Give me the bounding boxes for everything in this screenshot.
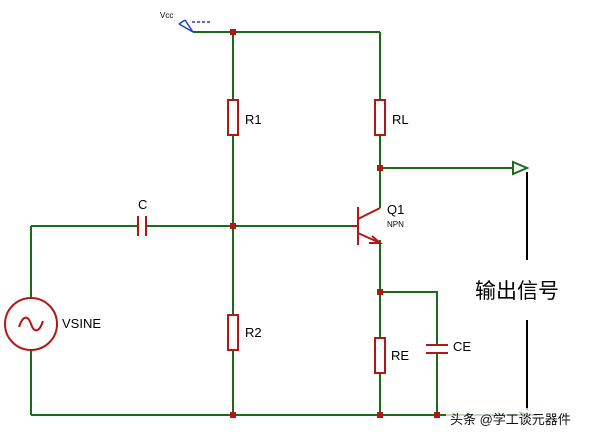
label-q1-type: NPN xyxy=(387,220,404,229)
label-re: RE xyxy=(391,348,409,363)
sine-source xyxy=(4,297,58,351)
ce-top-wire xyxy=(380,291,438,345)
junction-dot xyxy=(377,165,383,171)
wires xyxy=(30,31,537,416)
junction-dot xyxy=(230,223,236,229)
junction-dot xyxy=(434,412,440,418)
resistors xyxy=(227,99,386,374)
watermark-backdrop xyxy=(446,408,600,430)
emitter-arrow-icon xyxy=(369,235,383,244)
resistor-rl xyxy=(374,99,386,136)
output-arrow-icon xyxy=(512,160,530,176)
junction-dot xyxy=(230,29,236,35)
capacitor-c xyxy=(137,216,147,236)
resistor-re xyxy=(374,337,386,374)
output-label: 输出信号 xyxy=(475,280,559,303)
junction-dot xyxy=(230,412,236,418)
output-marker xyxy=(512,160,532,419)
label-ce: CE xyxy=(453,339,471,354)
label-source: VSINE xyxy=(62,316,101,331)
watermark-text: 头条 @学工谈元器件 xyxy=(450,412,571,427)
sine-wave-icon xyxy=(18,316,44,332)
vcc-label: Vcc xyxy=(160,11,173,20)
label-q1: Q1 xyxy=(387,202,404,217)
label-c: C xyxy=(138,197,147,212)
transistor-emitter-lead xyxy=(357,232,381,244)
watermark: 头条 @学工谈元器件 xyxy=(446,408,600,430)
junction-dot xyxy=(377,289,383,295)
resistor-r1 xyxy=(227,99,239,136)
vcc-arrow-icon xyxy=(178,19,194,33)
resistor-r2 xyxy=(227,314,239,351)
transistor-q1 xyxy=(352,207,383,245)
label-rl: RL xyxy=(392,112,409,127)
vcc-marker xyxy=(178,19,212,33)
junctions xyxy=(230,29,440,418)
transistor-collector-lead xyxy=(357,207,381,220)
label-r2: R2 xyxy=(245,325,262,340)
capacitor-ce xyxy=(426,344,448,354)
junction-dot xyxy=(377,412,383,418)
label-r1: R1 xyxy=(245,112,262,127)
